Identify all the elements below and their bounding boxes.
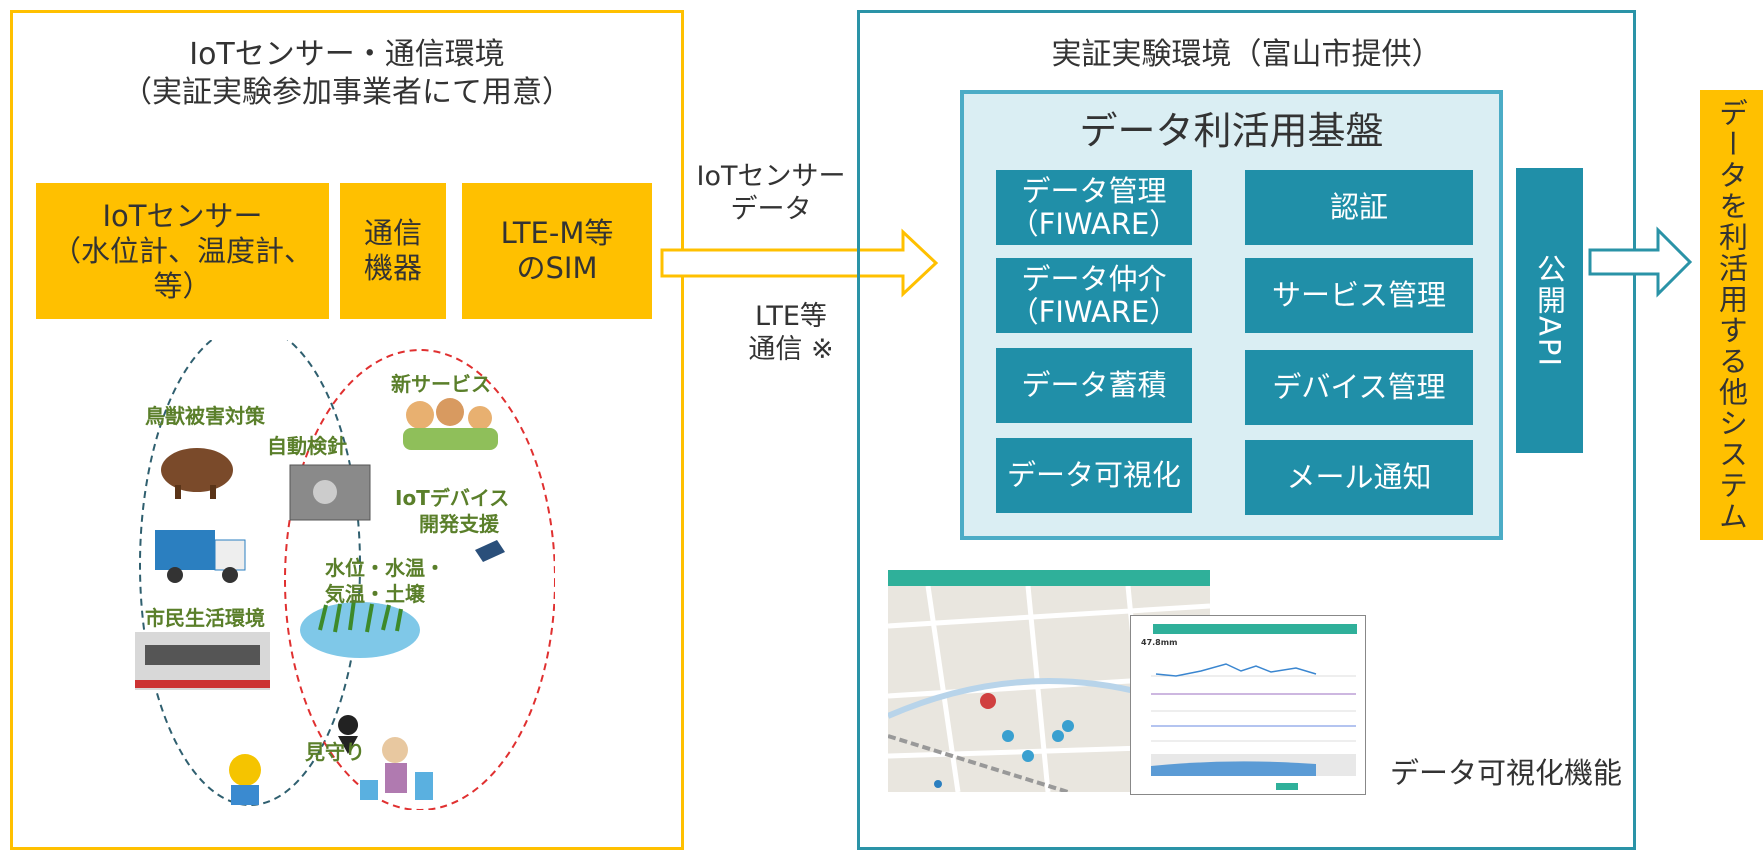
lte-comm-line1: LTE等	[755, 301, 827, 332]
func-authentication-label: 認証	[1329, 190, 1388, 224]
sim-line1: LTE-M等	[500, 216, 614, 250]
label-iot-device: IoTデバイス	[395, 486, 510, 510]
left-title-line2: （実証実験参加事業者にて用意）	[122, 75, 572, 110]
label-citizen-life: 市民生活環境	[145, 606, 265, 630]
label-iot-device-support: 開発支援	[419, 512, 499, 536]
func-data-broker-line2: （FIWARE）	[1009, 294, 1179, 329]
iot-sensor-line2: （水位計、温度計、等）	[51, 233, 313, 303]
comm-device-line2: 機器	[363, 251, 422, 285]
use-case-ellipses	[135, 324, 556, 811]
func-service-management: サービス管理	[1245, 258, 1473, 333]
lte-comm-label: LTE等 通信 ※	[686, 300, 896, 366]
label-wildlife: 鳥獣被害対策	[145, 404, 265, 428]
func-device-management-label: デバイス管理	[1272, 370, 1446, 404]
sensor-data-line1: IoTセンサー	[696, 161, 846, 192]
public-api-label: 公開API	[1532, 253, 1567, 368]
data-platform-title: データ利活用基盤	[1079, 109, 1384, 153]
sensor-data-line2: データ	[730, 194, 812, 225]
label-auto-meter: 自動検針	[267, 434, 347, 458]
chart-popup: 47.8mm	[1130, 615, 1366, 795]
func-data-management-line2: （FIWARE）	[1009, 206, 1179, 241]
map-header-bar	[888, 570, 1210, 586]
func-data-broker: データ仲介 （FIWARE）	[996, 258, 1192, 333]
popup-header-bar	[1153, 624, 1357, 634]
sensor-data-label: IoTセンサー データ	[686, 160, 856, 226]
sim-box: LTE-M等 のSIM	[462, 183, 652, 319]
public-api-box: 公開API	[1516, 168, 1583, 453]
use-case-illustration: 鳥獣被害対策 自動検針 新サービス IoTデバイス 開発支援 水位・水温・ 気温…	[135, 324, 556, 811]
func-data-storage-label: データ蓄積	[1021, 368, 1167, 402]
label-water1: 水位・水温・	[325, 556, 445, 580]
data-flow-arrow	[660, 228, 939, 298]
label-new-service: 新サービス	[391, 372, 491, 396]
api-output-arrow	[1588, 226, 1693, 298]
popup-chart	[1151, 663, 1356, 790]
func-service-management-label: サービス管理	[1271, 278, 1446, 312]
func-mail-notification: メール通知	[1245, 440, 1473, 515]
func-data-visualization-label: データ可視化	[1006, 458, 1181, 492]
func-mail-notification-label: メール通知	[1286, 460, 1432, 494]
func-data-management: データ管理 （FIWARE）	[996, 170, 1192, 245]
left-panel-title: IoTセンサー・通信環境 （実証実験参加事業者にて用意）	[10, 36, 684, 112]
right-panel-title: 実証実験環境（富山市提供）	[1051, 37, 1442, 72]
other-systems-box: データを利活用する他システム	[1700, 90, 1763, 540]
func-data-visualization: データ可視化	[996, 438, 1192, 513]
func-data-broker-line1: データ仲介	[1021, 261, 1167, 296]
sim-line2: のSIM	[516, 251, 598, 285]
other-systems-label: データを利活用する他システム	[1714, 98, 1749, 532]
visualization-function-label: データ可視化機能	[1390, 756, 1623, 790]
iot-sensor-line1: IoTセンサー	[102, 198, 263, 233]
func-authentication: 認証	[1245, 170, 1473, 245]
func-device-management: デバイス管理	[1245, 350, 1473, 425]
left-title-line1: IoTセンサー・通信環境	[189, 37, 505, 72]
comm-device-line1: 通信	[363, 216, 422, 250]
iot-sensor-box: IoTセンサー （水位計、温度計、等）	[36, 183, 329, 319]
func-data-management-line1: データ管理	[1021, 173, 1167, 208]
popup-reading: 47.8mm	[1141, 638, 1178, 647]
label-watch: 見守り	[305, 740, 365, 764]
func-data-storage: データ蓄積	[996, 348, 1192, 423]
comm-device-box: 通信 機器	[340, 183, 446, 319]
label-water2: 気温・土壌	[325, 582, 425, 606]
lte-comm-line2: 通信 ※	[748, 334, 834, 365]
